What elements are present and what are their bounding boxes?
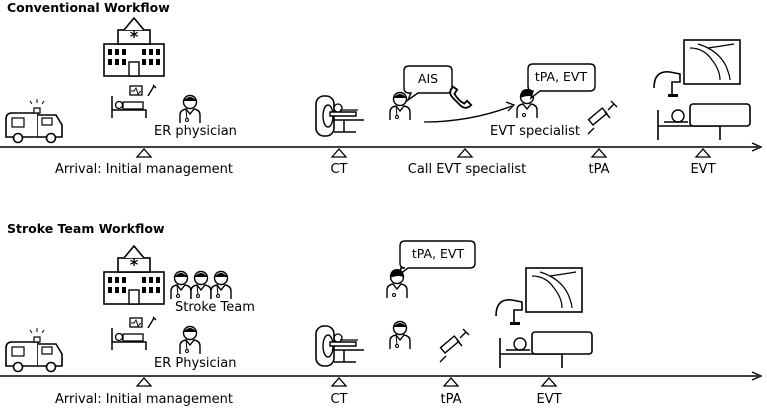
er-physician-icon [179, 325, 201, 355]
timeline-arrowhead [751, 142, 763, 152]
ct-scanner-icon [315, 95, 365, 137]
hospital-icon [103, 245, 165, 305]
tick-marker [694, 148, 712, 158]
stroke-team-speech-bubble [397, 240, 476, 277]
er-physician-label: ER physician [154, 124, 237, 139]
stroke-team-title: Stroke Team Workflow [7, 221, 165, 236]
stroke-team-section [0, 240, 763, 387]
ambulance-icon [5, 98, 63, 144]
er-physician-icon [179, 94, 201, 124]
evt-room-icon [653, 39, 751, 141]
doctor-icon [389, 91, 411, 121]
timeline-arrowhead [751, 371, 763, 381]
patient-bed-icon [111, 84, 157, 119]
specialist-speech-bubble [527, 63, 596, 100]
tick-label-tpa: tPA [440, 392, 462, 407]
stroke-team-member-icon [190, 270, 212, 300]
call-arrow [423, 105, 513, 123]
ais-speech-bubble [403, 65, 453, 102]
tick-marker [540, 377, 558, 387]
tick-label-evt: EVT [536, 392, 562, 407]
conventional-section [0, 17, 763, 158]
tick-marker [590, 148, 608, 158]
tick-marker [442, 377, 460, 387]
tick-marker [135, 377, 153, 387]
phone-icon [449, 86, 472, 109]
doctor-icon [386, 268, 408, 299]
evt-specialist-label: EVT specialist [490, 124, 581, 139]
tick-label-ct: CT [330, 162, 348, 177]
er-physician-label: ER Physician [154, 356, 237, 371]
tick-label-ct: CT [330, 392, 348, 407]
tick-label-arrival: Arrival: Initial management [55, 392, 233, 407]
ais-bubble-text: AIS [417, 71, 439, 86]
ct-scanner-icon [315, 325, 365, 367]
tick-marker [135, 148, 153, 158]
tick-marker [456, 148, 474, 158]
syringe-icon [587, 100, 618, 135]
stroke-team-member-icon [170, 270, 192, 300]
evt-room-icon [495, 267, 593, 369]
tick-marker [330, 377, 348, 387]
patient-bed-icon [111, 316, 157, 351]
stroke-team-bubble-text: tPA, EVT [411, 246, 465, 261]
stroke-team-member-icon [210, 270, 232, 300]
specialist-bubble-text: tPA, EVT [534, 69, 588, 84]
hospital-icon [103, 17, 165, 77]
tick-label-tpa: tPA [588, 162, 610, 177]
conventional-title: Conventional Workflow [7, 0, 170, 15]
stroke-team-label: Stroke Team [175, 300, 255, 315]
ambulance-icon [5, 327, 63, 373]
tick-marker [330, 148, 348, 158]
tick-label-evt: EVT [690, 162, 716, 177]
tick-label-arrival: Arrival: Initial management [55, 162, 233, 177]
tick-label-call-evt: Call EVT specialist [407, 162, 527, 177]
syringe-icon [439, 328, 470, 363]
doctor-icon [389, 320, 411, 350]
